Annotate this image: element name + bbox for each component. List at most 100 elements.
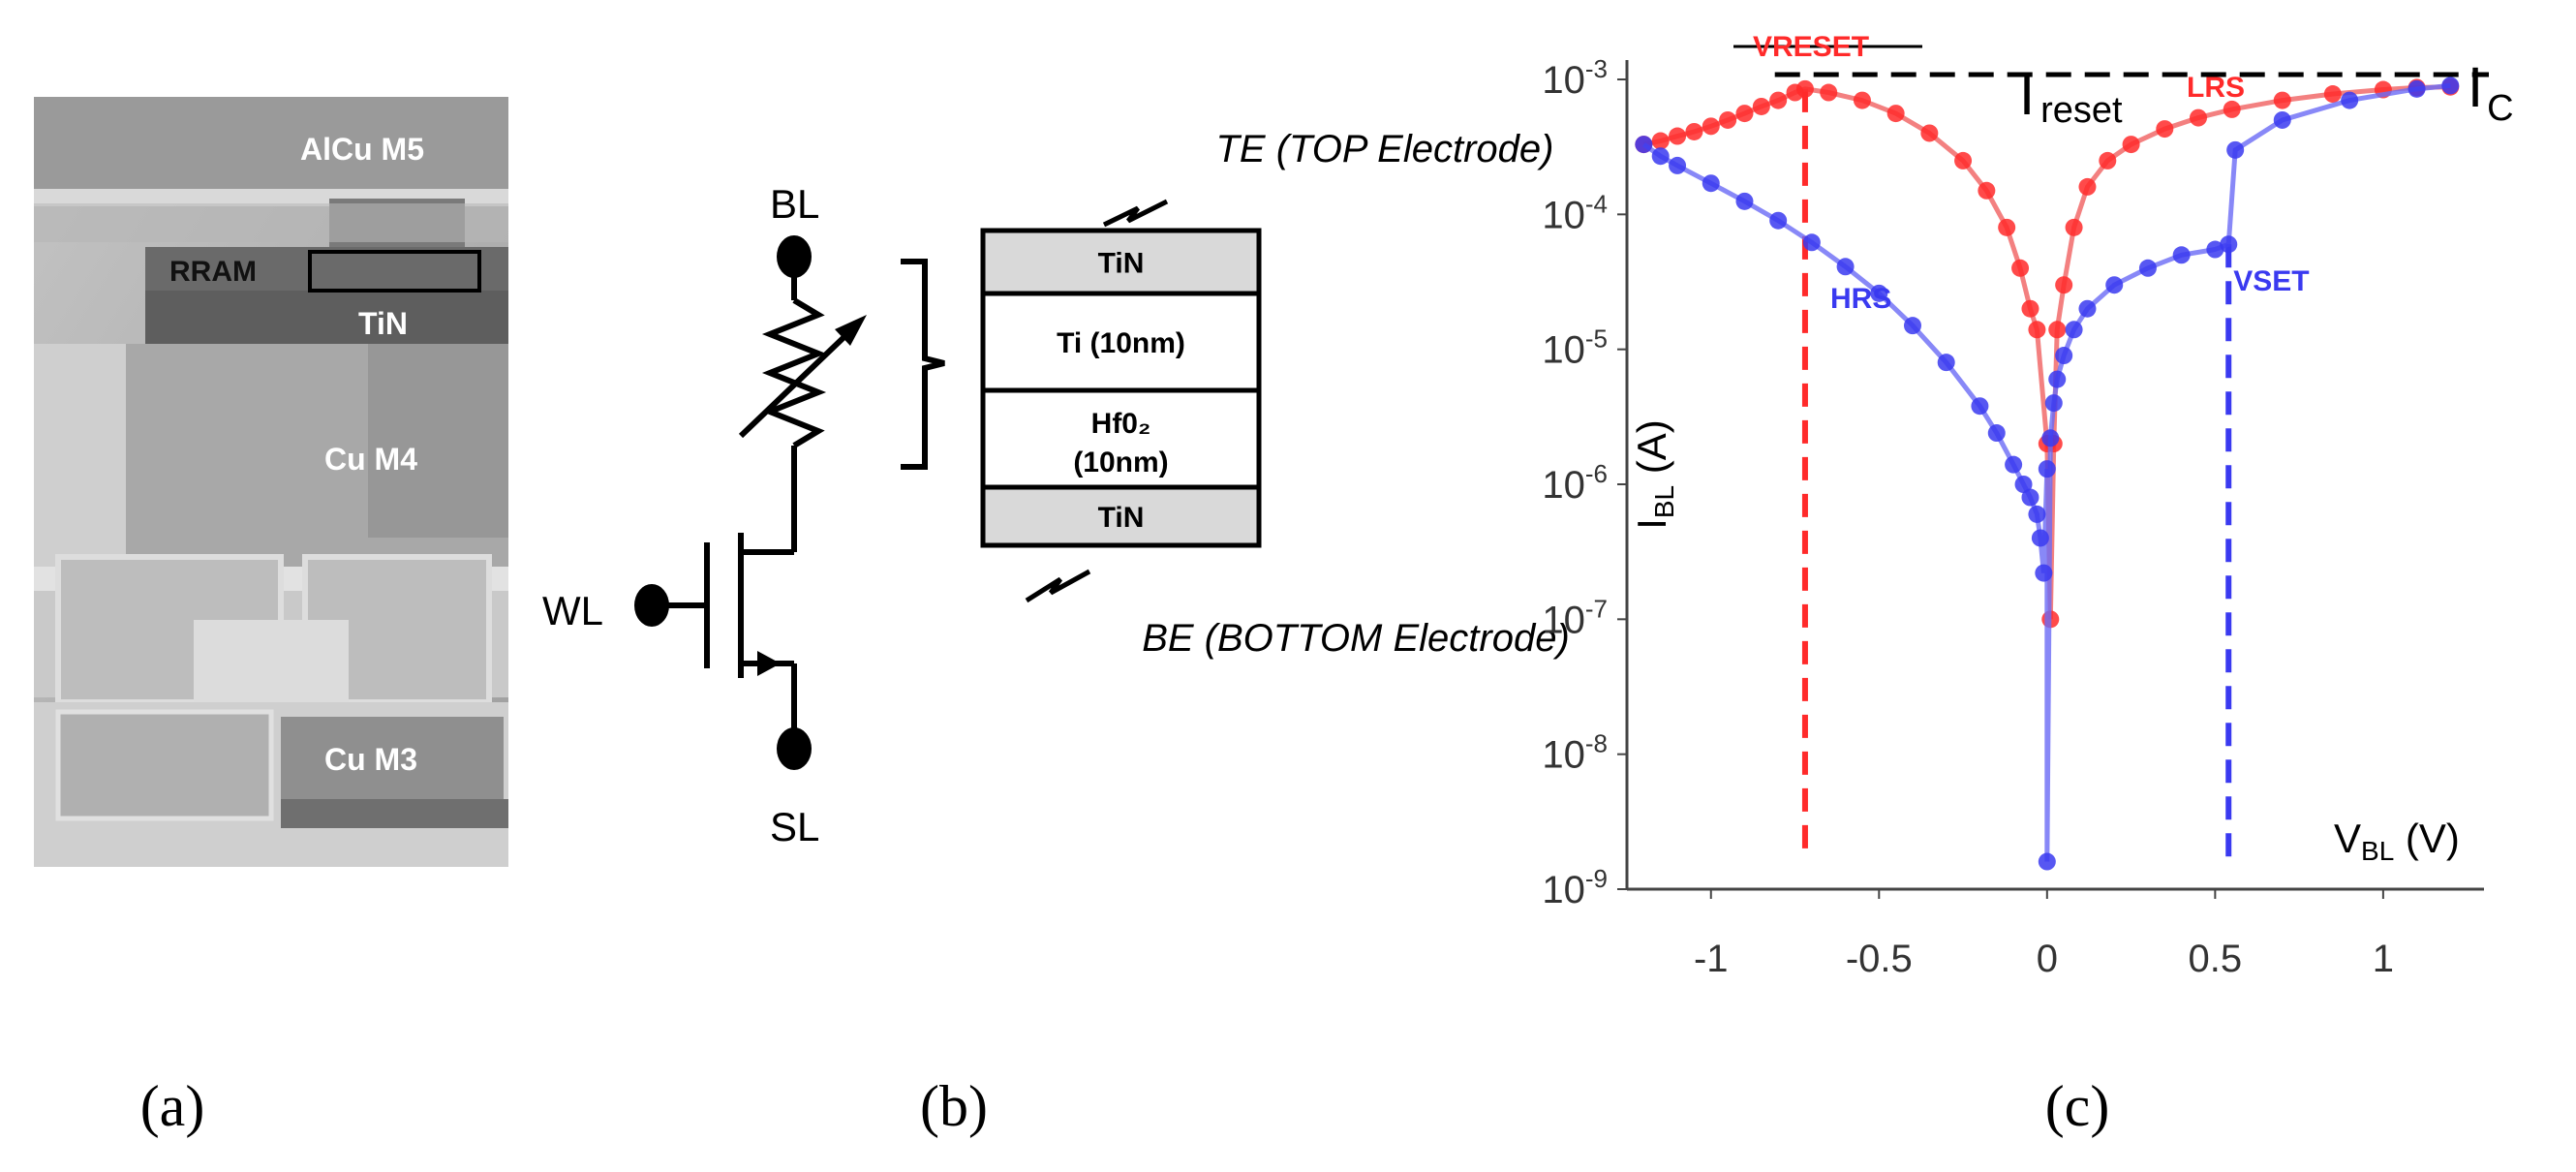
x-axis-label: VBL (V) [2334,816,2460,866]
data-point-hrs [2028,505,2046,523]
data-point-lrs [2011,259,2030,277]
data-point-lrs [1735,105,1754,123]
sem-label-rram: RRAM [169,256,257,288]
sl-label: SL [770,804,819,849]
data-point-lrs [2021,299,2039,318]
sl-node [777,727,812,770]
data-point-lrs [1886,105,1905,123]
schematic [654,259,945,736]
y-axis-label: IBL (A) [1629,419,1679,530]
data-point-lrs [2156,120,2174,139]
wl-node [634,584,669,627]
vreset-label: VRESET [1753,31,1869,63]
be-label: BE (BOTTOM Electrode) [1142,617,1570,660]
y-tick-label: 10-7 [1542,594,1608,641]
data-point-hrs [2044,394,2063,413]
contact-marks [1025,199,1169,603]
stack-layer-label: TiN [1098,502,1145,534]
data-point-lrs [1920,124,1939,142]
data-point-hrs [2035,564,2053,582]
y-tick-label: 10-6 [1542,459,1608,507]
data-point-lrs [2099,151,2117,170]
data-point-hrs [2048,370,2067,388]
data-point-lrs [1769,91,1788,109]
data-point-hrs [1769,211,1788,230]
data-point-lrs [2323,85,2342,104]
data-point-hrs [1987,424,2006,443]
data-point-hrs [2038,460,2056,478]
data-point-lrs [2048,321,2067,339]
data-point-lrs [2190,108,2207,127]
data-point-lrs [1702,117,1720,136]
data-point-hrs [2055,347,2073,365]
sem-label-tin: TiN [358,306,408,341]
sem-label-m4: Cu M4 [324,442,417,477]
lrs-label: LRS [2187,72,2245,104]
y-tick-label: 10-5 [1542,324,1608,372]
data-point-hrs [1651,147,1670,166]
data-point-hrs [2005,455,2023,474]
data-point-hrs [2038,852,2056,871]
data-point-lrs [1752,97,1770,115]
caption-c: (c) [2045,1074,2110,1138]
data-point-lrs [1978,181,1996,200]
data-point-lrs [1669,127,1687,145]
data-point-hrs [1870,284,1888,302]
x-tick-label: 1 [2373,938,2394,980]
data-point-hrs [1836,258,1855,276]
stack-layer-label: TiN [1098,248,1145,280]
data-point-lrs [1795,79,1814,98]
x-tick-label: -0.5 [1846,938,1913,980]
data-point-lrs [1820,83,1838,102]
schematic-nodes [634,235,812,770]
data-point-hrs [2341,91,2359,109]
data-point-lrs [2065,218,2083,236]
sem-labels: AlCu M5 RRAM TiN Cu M4 Cu M3 [169,132,424,777]
data-point-lrs [2055,276,2073,294]
rram-highlight-box [308,250,481,293]
stack-layer-4 [980,484,1262,548]
data-point-lrs [1685,122,1703,140]
sem-label-m3: Cu M3 [324,742,417,777]
stack-layer-2 [980,291,1262,393]
data-point-hrs [2021,488,2039,507]
data-point-hrs [2105,276,2124,294]
te-label: TE (TOP Electrode) [1216,128,1554,170]
data-point-lrs [1719,110,1737,129]
data-point-hrs [1735,192,1754,210]
stack-layer-label: Ti (10nm) [1057,327,1185,359]
stack-layer-3 [980,387,1262,490]
caption-b: (b) [920,1074,988,1138]
x-tick-label: 0.5 [2189,938,2243,980]
data-point-hrs [1802,233,1821,252]
stack-layer-label: Hf0₂ [1091,408,1151,440]
data-point-lrs [1998,218,2016,236]
y-tick-label: 10-4 [1542,189,1608,236]
wl-label: WL [542,588,603,633]
data-point-hrs [1971,397,1989,416]
bl-label: BL [770,181,819,227]
data-point-hrs [2206,240,2224,259]
resistor-arrow-line [738,326,855,439]
data-point-hrs [2014,476,2033,493]
data-point-hrs [2031,529,2049,547]
data-point-hrs [1702,174,1720,193]
data-point-lrs [2028,321,2046,339]
data-point-hrs [1937,354,1955,372]
vset-label: VSET [2233,265,2309,297]
x-tick-label: 0 [2037,938,2058,980]
data-point-hrs [2041,429,2060,447]
schematic-labels: BL WL SL TE (TOP Electrode) BE (BOTTOM E… [542,128,1570,849]
data-point-lrs [2078,177,2097,196]
x-tick-label: -1 [1694,938,1729,980]
data-point-hrs [2226,140,2245,159]
sem-label-m5: AlCu M5 [300,132,424,167]
data-point-hrs [2441,77,2460,95]
y-tick-label: 10-3 [1542,54,1608,102]
data-point-lrs [1651,132,1670,150]
